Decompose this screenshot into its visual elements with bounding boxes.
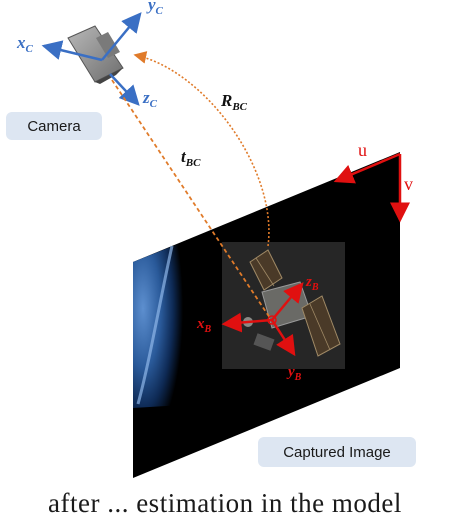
y-c-label: yC — [146, 0, 164, 17]
u-label: u — [358, 140, 367, 160]
satellite — [243, 249, 341, 357]
body-x-axis — [221, 312, 273, 333]
z-c-label: zC — [142, 88, 158, 110]
v-label: v — [404, 174, 413, 194]
body-z-axis — [271, 282, 304, 321]
caption-fragment: after ... estimation in the model — [48, 488, 402, 518]
rotation-arc — [133, 51, 270, 247]
rotation-label: RBC — [220, 91, 248, 113]
camera-tag: Camera — [6, 112, 102, 140]
translation-dashed-line — [111, 79, 271, 319]
earth-patch — [133, 242, 183, 408]
x-c-label: xC — [16, 33, 34, 55]
y-b-label: yB — [286, 364, 302, 383]
z-b-label: zB — [305, 274, 319, 293]
image-u-axis — [333, 152, 401, 184]
camera-y-axis — [101, 12, 142, 61]
x-b-label: xB — [196, 316, 212, 335]
camera-body — [67, 25, 124, 84]
captured-image-tag: Captured Image — [258, 437, 416, 467]
camera-z-axis — [109, 73, 140, 106]
translation-label: tBC — [181, 147, 201, 169]
body-y-axis — [270, 319, 296, 357]
camera-x-axis — [41, 40, 103, 62]
